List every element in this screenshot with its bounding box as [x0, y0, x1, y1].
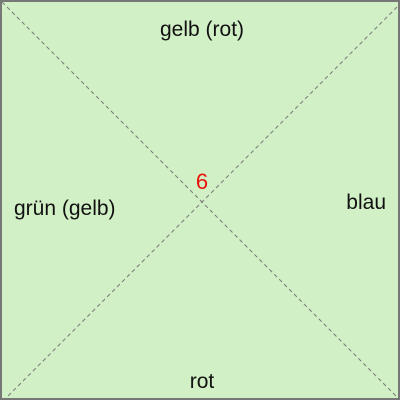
edge-label-top: gelb (rot)	[159, 18, 245, 41]
edge-label-bottom: rot	[189, 370, 215, 393]
edge-label-right: blau	[346, 191, 386, 214]
edge-label-left: grün (gelb)	[14, 197, 116, 220]
center-number: 6	[195, 169, 209, 194]
